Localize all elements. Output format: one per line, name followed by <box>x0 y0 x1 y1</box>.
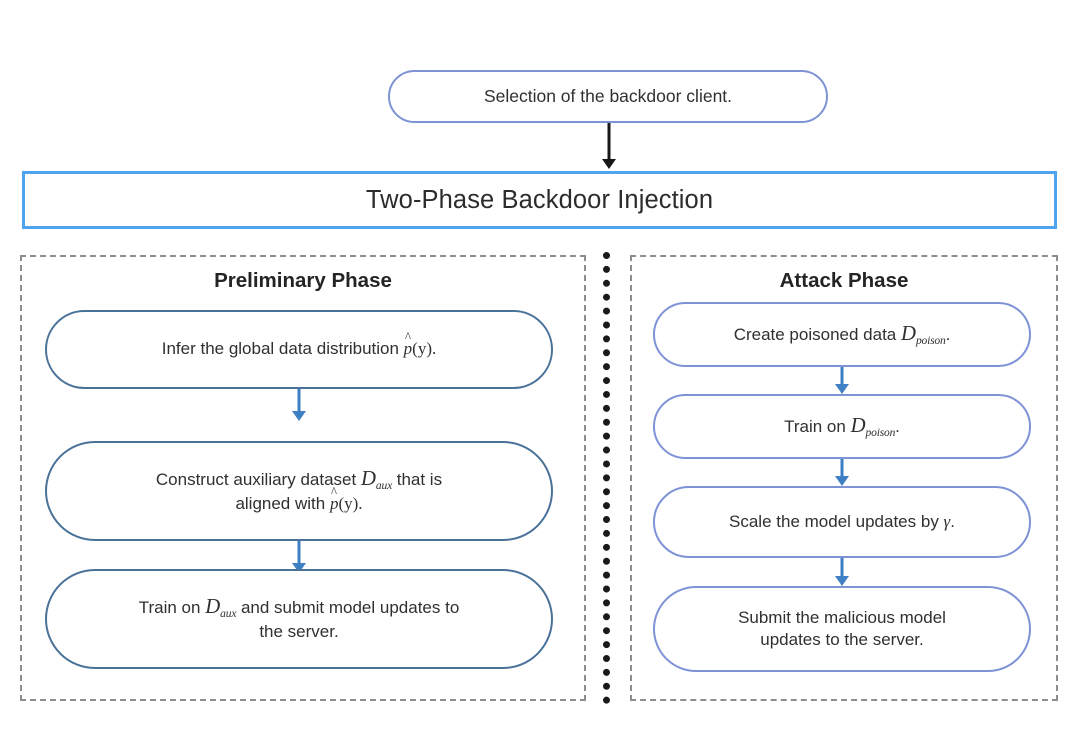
arrow-top-to-banner <box>601 123 617 169</box>
arrow-shaft <box>840 459 844 477</box>
arrow-head <box>292 411 306 421</box>
node-train-on-poisoned: Train on Dpoison. <box>653 394 1031 459</box>
arrow-shaft <box>607 123 611 160</box>
node-label: Train on Dpoison. <box>784 414 900 439</box>
phase-divider <box>603 252 610 704</box>
arrow-left-1-to-2 <box>291 389 307 421</box>
node-create-poisoned-data: Create poisoned data Dpoison. <box>653 302 1031 367</box>
arrow-shaft <box>297 541 301 564</box>
panel-preliminary-phase: Preliminary Phase <box>20 255 586 701</box>
panel-title-preliminary: Preliminary Phase <box>214 269 392 292</box>
node-construct-auxiliary-dataset: Construct auxiliary dataset Daux that is… <box>45 441 553 541</box>
node-label: Selection of the backdoor client. <box>483 85 733 106</box>
panel-title-attack: Attack Phase <box>779 269 909 292</box>
arrow-shaft <box>297 389 301 412</box>
arrow-shaft <box>840 367 844 385</box>
arrow-right-3-to-4 <box>834 558 850 586</box>
node-label: Infer the global data distribution p(y). <box>162 338 437 360</box>
arrow-right-2-to-3 <box>834 459 850 486</box>
node-label: Create poisoned data Dpoison. <box>733 322 951 347</box>
banner-title: Two-Phase Backdoor Injection <box>365 185 714 214</box>
node-label: Train on Daux and submit model updates t… <box>138 596 460 642</box>
arrow-head <box>835 384 849 394</box>
banner-two-phase-backdoor-injection: Two-Phase Backdoor Injection <box>22 171 1057 229</box>
arrow-left-2-to-3 <box>291 541 307 573</box>
node-scale-model-updates: Scale the model updates by γ. <box>653 486 1031 558</box>
node-train-aux-and-submit: Train on Daux and submit model updates t… <box>45 569 553 669</box>
arrow-head <box>602 159 616 169</box>
arrow-shaft <box>840 558 844 577</box>
arrow-head <box>292 563 306 573</box>
arrow-head <box>835 576 849 586</box>
node-label: Scale the model updates by γ. <box>729 511 955 531</box>
node-label: Construct auxiliary dataset Daux that is… <box>156 466 442 516</box>
node-infer-distribution: Infer the global data distribution p(y). <box>45 310 553 389</box>
arrow-right-1-to-2 <box>834 367 850 394</box>
arrow-head <box>835 476 849 486</box>
node-selection-of-backdoor-client: Selection of the backdoor client. <box>388 70 828 123</box>
panel-attack-phase: Attack Phase <box>630 255 1058 701</box>
